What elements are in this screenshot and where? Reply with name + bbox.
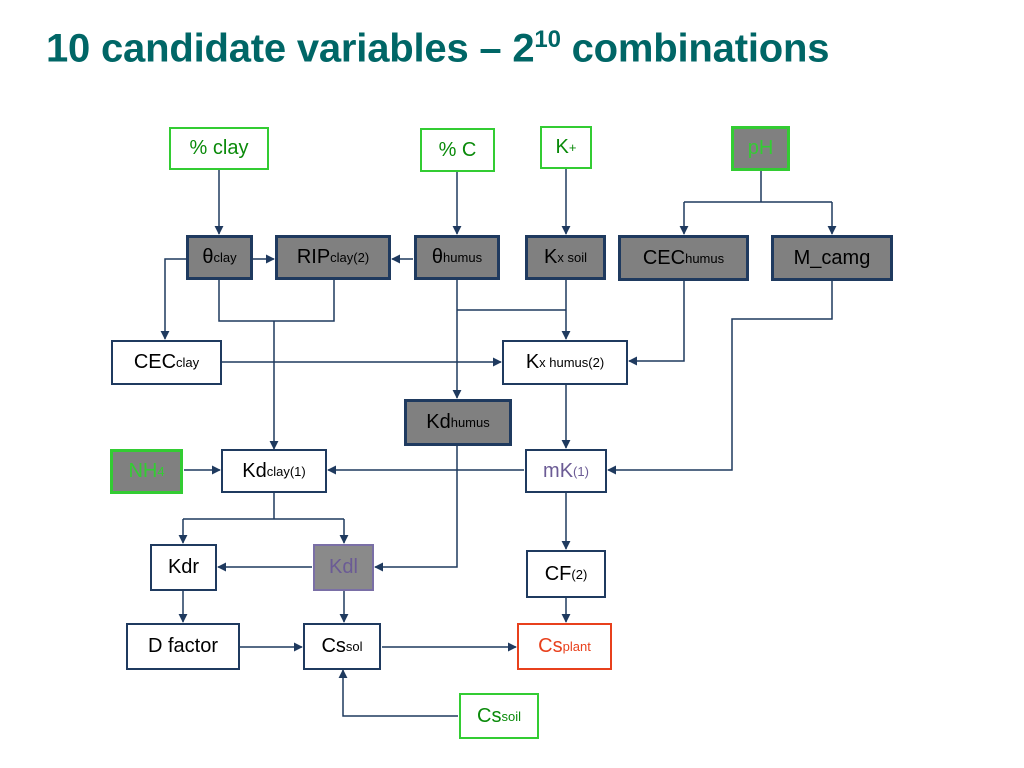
arrow-thetaclay-rip-kdclay (218, 280, 335, 449)
arrow-mcamg-mk (607, 281, 833, 475)
node-d-factor: D factor (126, 623, 240, 670)
node-pct-clay: % clay (169, 127, 269, 170)
node-cf: CF(2) (526, 550, 606, 598)
node-ph: pH (731, 126, 790, 171)
arrow-thetaclay-cecclay (160, 258, 186, 340)
node-k-plus: K+ (540, 126, 592, 169)
page-title: 10 candidate variables – 210 combination… (46, 26, 830, 71)
arrow-kdhumus-kdl (374, 446, 458, 572)
node-kdl: Kdl (313, 544, 374, 591)
arrow-cssoil-cssol (338, 669, 458, 717)
node-m-camg: M_camg (771, 235, 893, 281)
arrow-ph-split (684, 171, 832, 203)
node-kdr: Kdr (150, 544, 217, 591)
arrow-thetahumus-kxhumus (457, 280, 566, 339)
node-pct-c: % C (420, 128, 495, 172)
arrow-kdclay-split (183, 493, 344, 520)
node-mk: mK(1) (525, 449, 607, 493)
arrow-cechumus-kxhumus (628, 281, 685, 366)
